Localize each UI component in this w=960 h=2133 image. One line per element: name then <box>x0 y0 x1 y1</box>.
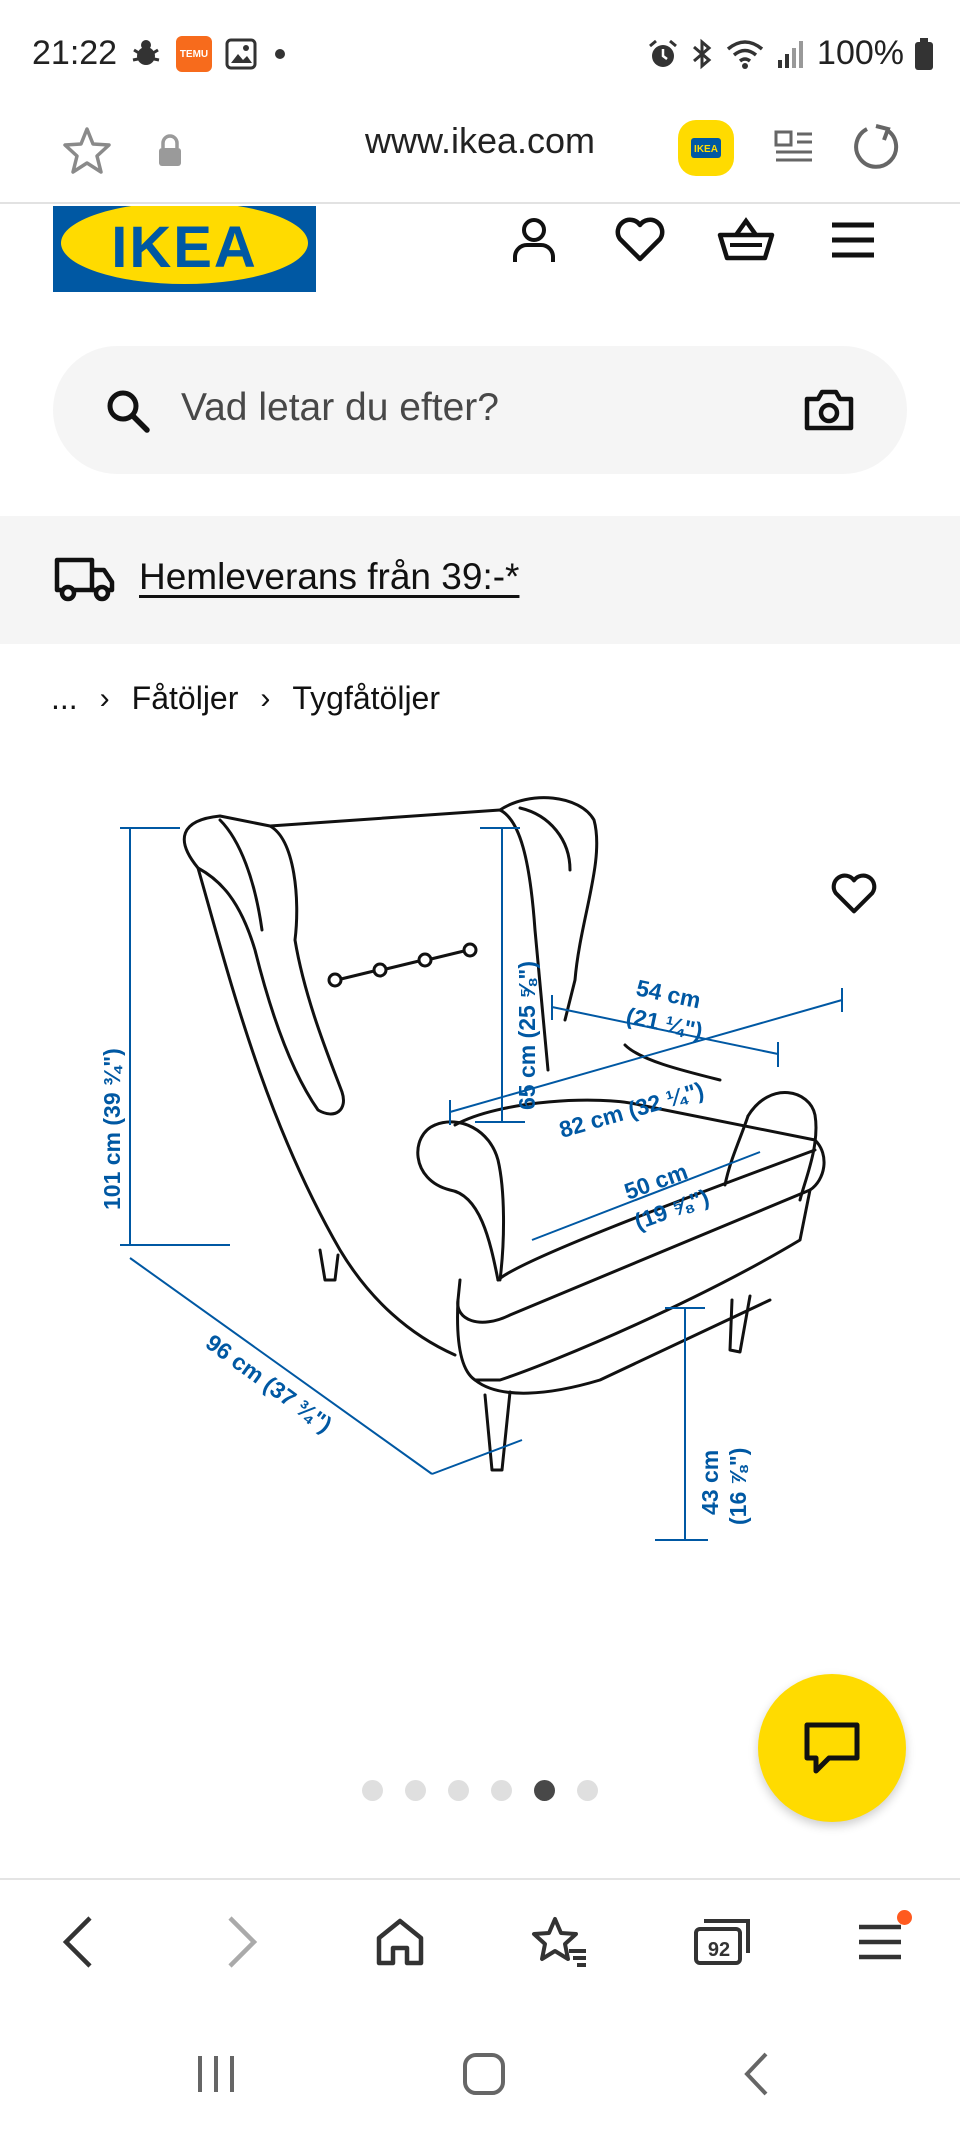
notification-dot <box>897 1910 912 1925</box>
reload-icon <box>854 124 899 169</box>
bookmarks-button[interactable] <box>522 1904 598 1980</box>
product-dimension-image[interactable]: 101 cm (39 ¾") 65 cm (25 ⅝") 54 cm (21 ¼… <box>80 780 880 1680</box>
status-time: 21:22 <box>32 34 118 72</box>
armchair-drawing <box>182 796 826 1472</box>
search-input[interactable]: Vad letar du efter? <box>53 346 907 474</box>
heart-icon <box>831 873 877 914</box>
add-to-favourites-button[interactable] <box>826 866 882 922</box>
system-nav-bar <box>0 2006 960 2133</box>
status-notification-icons: TEMU <box>128 36 290 72</box>
dimension-seat-height-inches: (16 ⅞") <box>725 1448 751 1525</box>
carousel-dot[interactable] <box>577 1780 598 1801</box>
chevron-right-icon: › <box>260 681 271 715</box>
reload-button[interactable] <box>842 114 908 180</box>
reader-mode-button[interactable] <box>764 118 824 178</box>
breadcrumb-item-fabric-armchairs[interactable]: Tygfåtöljer <box>292 680 440 716</box>
browser-menu-button[interactable] <box>842 1904 918 1980</box>
carousel-dots <box>362 1780 598 1801</box>
chat-button[interactable] <box>758 1674 906 1822</box>
heart-icon <box>615 217 665 262</box>
tabs-count: 92 <box>707 1938 731 1961</box>
status-bar: 21:22 TEMU 100% <box>0 0 960 100</box>
dimension-lines <box>120 827 843 1541</box>
signal-icon <box>778 40 804 68</box>
carousel-dot[interactable] <box>405 1780 426 1801</box>
hamburger-icon <box>832 222 874 258</box>
dimension-labels: 101 cm (39 ¾") 65 cm (25 ⅝") 54 cm (21 ¼… <box>99 961 751 1525</box>
bookmark-star-button[interactable] <box>54 118 120 184</box>
padlock-icon <box>159 134 181 166</box>
url-field: www.ikea.com <box>0 120 960 162</box>
battery-percent: 100% <box>817 34 904 72</box>
tabs-button[interactable]: 92 <box>682 1904 762 1980</box>
ikea-logo[interactable]: IKEA <box>53 206 316 292</box>
carousel-dot[interactable] <box>362 1780 383 1801</box>
dimension-total-height: 101 cm (39 ¾") <box>99 1048 125 1210</box>
url-text[interactable]: www.ikea.com <box>364 120 596 161</box>
star-outline-icon <box>63 127 111 174</box>
browser-bottom-nav: 92 <box>0 1878 960 2006</box>
home-icon <box>376 1918 424 1966</box>
alarm-icon <box>649 39 677 67</box>
recent-apps-button[interactable] <box>178 2036 254 2112</box>
system-back-button[interactable] <box>718 2036 794 2112</box>
tabs-icon <box>694 1919 750 1965</box>
dimension-seat-height: 43 cm <box>697 1450 723 1515</box>
breadcrumb-ellipsis[interactable]: ... <box>51 680 78 716</box>
star-list-icon <box>532 1917 586 1967</box>
chat-bubble-icon <box>804 1722 860 1774</box>
dimension-total-depth: 96 cm (37 ¾") <box>201 1329 337 1438</box>
chevron-left-icon <box>62 1916 92 1968</box>
back-button[interactable] <box>40 1904 116 1980</box>
search-placeholder: Vad letar du efter? <box>181 386 499 429</box>
wifi-icon <box>726 39 764 69</box>
home-button[interactable] <box>362 1904 438 1980</box>
delivery-link[interactable]: Hemleverans från 39:-* <box>139 556 520 597</box>
account-button[interactable] <box>502 208 566 272</box>
more-notifications-icon <box>275 49 285 59</box>
favourites-button[interactable] <box>608 208 672 272</box>
temu-icon: TEMU <box>176 36 212 72</box>
site-shortcut-button[interactable]: IKEA <box>678 120 734 176</box>
bluetooth-icon <box>693 38 712 69</box>
user-icon <box>513 218 555 262</box>
carousel-dot[interactable] <box>448 1780 469 1801</box>
dimension-back-height: 65 cm (25 ⅝") <box>514 961 540 1110</box>
basket-icon <box>717 217 775 261</box>
gallery-icon <box>225 38 257 70</box>
dimension-total-width: 82 cm (32 ¼") <box>556 1077 706 1143</box>
chevron-right-icon <box>228 1916 258 1968</box>
ikea-logo-oval <box>61 206 308 284</box>
back-chevron-icon <box>744 2052 768 2096</box>
ikea-logo-text: IKEA <box>111 215 258 280</box>
site-badge-logo: IKEA <box>691 138 721 158</box>
hamburger-icon <box>859 1924 901 1960</box>
browser-url-bar: www.ikea.com IKEA <box>0 100 960 204</box>
search-icon <box>107 390 150 433</box>
battery-icon <box>915 37 933 70</box>
home-square-icon <box>463 2053 505 2095</box>
breadcrumb-item-armchairs[interactable]: Fåtöljer <box>131 680 239 716</box>
chevron-right-icon: › <box>99 681 110 715</box>
delivery-banner[interactable]: Hemleverans från 39:-* <box>0 516 960 644</box>
system-home-button[interactable] <box>446 2036 522 2112</box>
status-right: 100% <box>647 34 934 73</box>
carousel-dot[interactable] <box>491 1780 512 1801</box>
recent-apps-icon <box>198 2056 234 2092</box>
visual-search-button[interactable] <box>799 382 859 438</box>
lock-icon[interactable] <box>150 128 190 174</box>
menu-button[interactable] <box>820 208 886 272</box>
carousel-dot[interactable] <box>534 1780 555 1801</box>
bug-icon <box>132 40 160 65</box>
forward-button[interactable] <box>204 1904 280 1980</box>
reader-icon <box>774 130 812 162</box>
cart-button[interactable] <box>712 208 780 272</box>
breadcrumb: ... › Fåtöljer › Tygfåtöljer <box>51 680 440 717</box>
delivery-truck-icon <box>54 557 115 602</box>
camera-icon <box>804 389 854 431</box>
